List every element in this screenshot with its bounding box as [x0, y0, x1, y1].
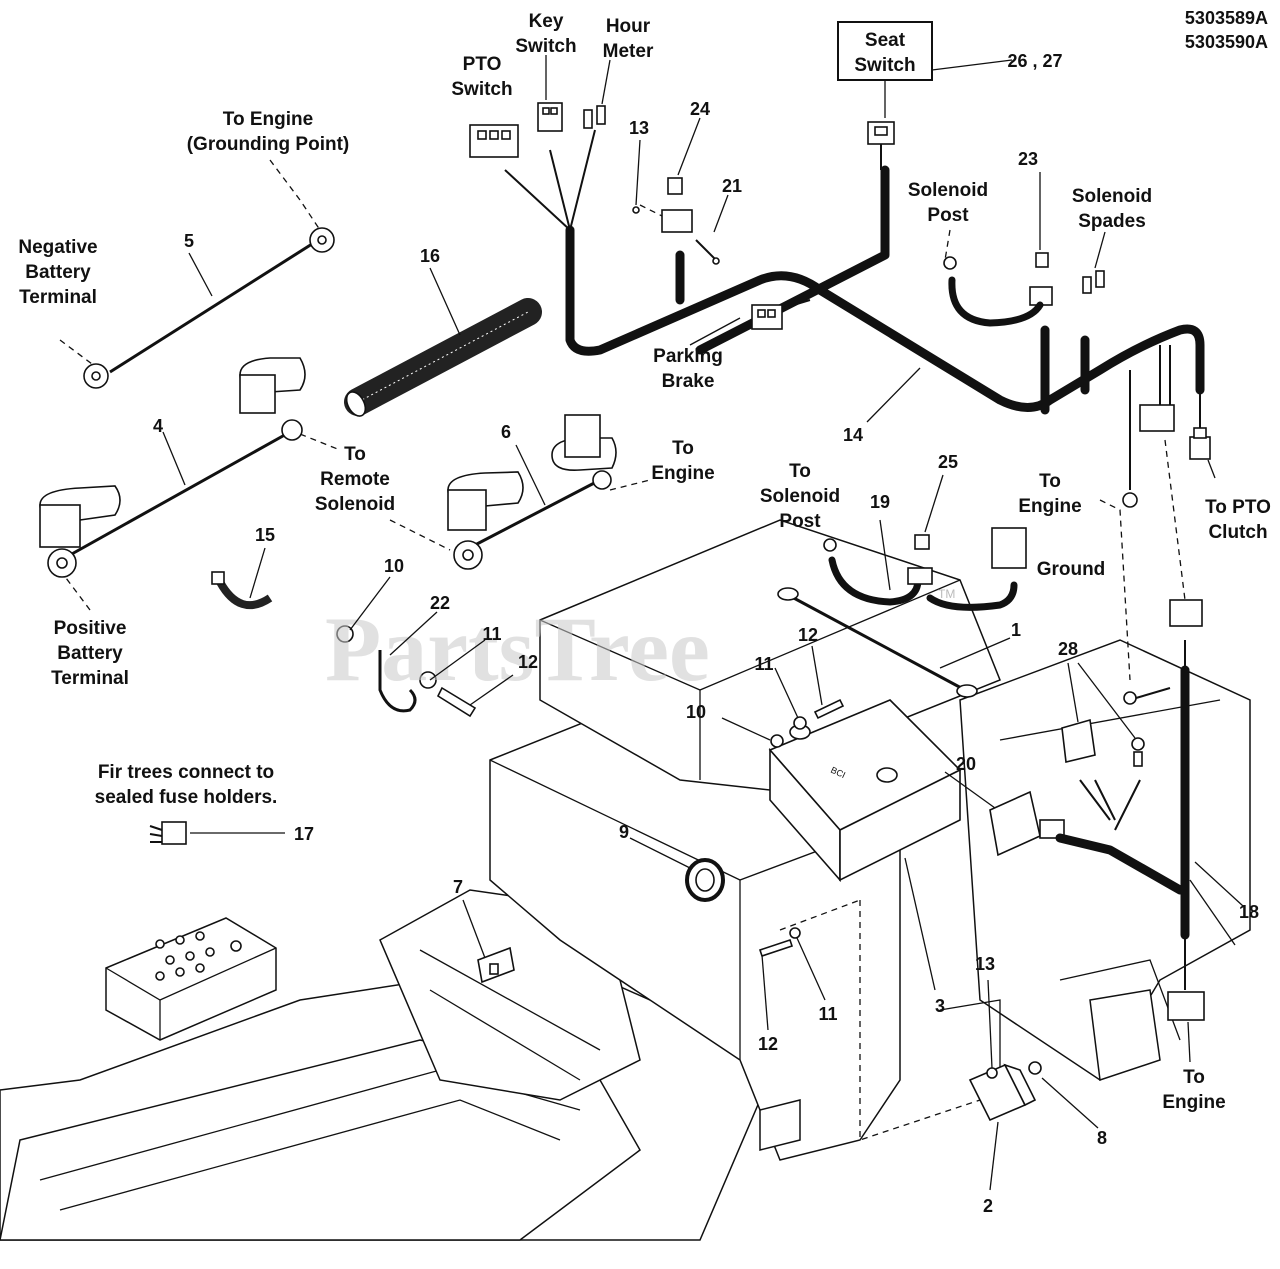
connector-pto-clutch	[1139, 404, 1211, 460]
callout-n24: 24	[690, 99, 710, 119]
harness-19	[823, 527, 1027, 611]
callout-n12a: 12	[518, 652, 538, 672]
callout-n17: 17	[294, 824, 314, 844]
callout-n23: 23	[1018, 149, 1038, 169]
solenoid-spades	[1082, 270, 1105, 294]
callout-n8: 8	[1097, 1128, 1107, 1148]
callout-n19: 19	[870, 492, 890, 512]
watermark: PartsTree	[325, 598, 710, 700]
callout-n14: 14	[843, 425, 863, 445]
module-20	[989, 790, 1065, 857]
connector-seat-switch	[867, 121, 895, 170]
watermark-tm: TM	[938, 587, 955, 601]
connector-hour-meter	[583, 105, 606, 129]
assembly-guides	[59, 159, 1186, 1141]
callout-numbers: 1234567891010111111121212131314151617181…	[153, 51, 1259, 1216]
callout-n21: 21	[722, 176, 742, 196]
callout-n10b: 10	[686, 702, 706, 722]
label-ground: Ground	[1037, 559, 1106, 580]
callout-n9: 9	[619, 822, 629, 842]
callout-n4: 4	[153, 416, 163, 436]
callout-n13a: 13	[629, 118, 649, 138]
callout-n2: 2	[983, 1196, 993, 1216]
battery-hardware	[758, 698, 845, 958]
switch-7	[477, 946, 515, 984]
callout-n2627: 26 , 27	[1007, 51, 1062, 71]
battery-3: BCI	[768, 699, 962, 883]
mower-frame	[0, 519, 1251, 1241]
callout-n15: 15	[255, 525, 275, 545]
cable-4-positive	[39, 357, 306, 578]
callout-n25: 25	[938, 452, 958, 472]
callout-n13b: 13	[975, 954, 995, 974]
fuse-holder-24	[661, 177, 693, 233]
cable-strap-15	[211, 571, 273, 610]
callout-n12c: 12	[758, 1034, 778, 1054]
callout-n10a: 10	[384, 556, 404, 576]
switch-28	[1061, 718, 1145, 767]
text-labels: 5303589A 5303590A	[837, 8, 1268, 81]
battery-cable-1	[777, 587, 978, 698]
callout-n16: 16	[420, 246, 440, 266]
callout-n18: 18	[1239, 902, 1259, 922]
callout-n20: 20	[956, 754, 976, 774]
callout-n11b: 11	[754, 654, 773, 674]
clamp-22	[336, 625, 477, 718]
cable-5-negative	[83, 227, 335, 389]
fir-tree-17	[149, 821, 187, 845]
callout-n28: 28	[1058, 639, 1078, 659]
drawing-code-2: 5303590A	[1185, 32, 1268, 52]
harness-23	[943, 252, 1053, 327]
leader-lines	[162, 55, 1244, 1191]
seat-switch-box	[837, 21, 933, 81]
drawing-code-1: 5303589A	[1185, 8, 1268, 28]
connector-key-switch	[537, 102, 563, 132]
connector-pto-switch	[469, 124, 519, 158]
split-loom-16	[344, 298, 542, 417]
cable-6	[447, 414, 617, 570]
harness-18	[1055, 599, 1205, 1021]
callout-n7: 7	[453, 877, 463, 897]
grommet-9	[685, 858, 725, 902]
ground-eyelet	[1122, 492, 1138, 508]
callout-n12b: 12	[798, 625, 818, 645]
callout-n11a: 11	[482, 624, 501, 644]
screw-21	[695, 239, 720, 265]
step-plate	[155, 931, 242, 981]
callout-n1: 1	[1011, 620, 1021, 640]
callout-n3: 3	[935, 996, 945, 1016]
callout-n5: 5	[184, 231, 194, 251]
nut-13-top	[632, 206, 640, 214]
callout-n22: 22	[430, 593, 450, 613]
callout-n6: 6	[501, 422, 511, 442]
label-to-engine-ground: To Engine(Grounding Point)	[187, 109, 350, 155]
connector-parking-brake	[751, 304, 783, 330]
callout-n11c: 11	[818, 1004, 837, 1024]
solenoid-2	[968, 1061, 1042, 1122]
